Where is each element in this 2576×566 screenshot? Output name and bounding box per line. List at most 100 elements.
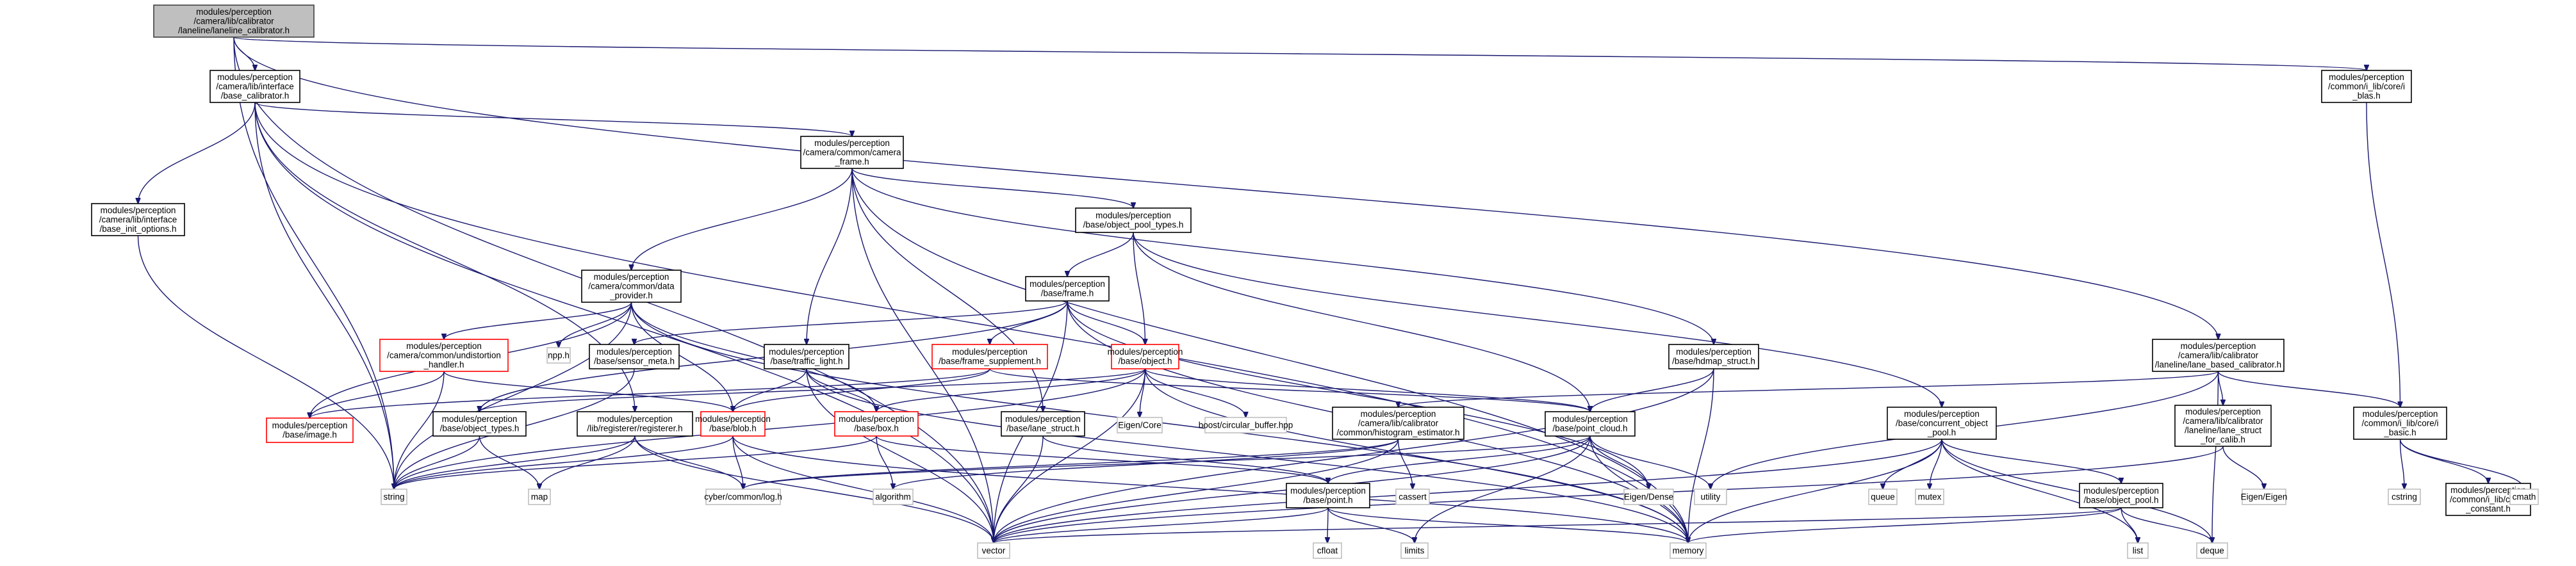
node-label-line: Eigen/Eigen <box>2241 492 2288 501</box>
edge-registerer-to-log <box>634 435 743 489</box>
node-box <box>705 489 781 505</box>
node-label-line: modules/perception <box>272 421 348 430</box>
node-label-line: modules/perception <box>196 7 272 17</box>
node-label-line: /base/point_cloud.h <box>1552 424 1627 433</box>
node-label-line: _basic.h <box>2383 428 2416 437</box>
node-label-line: cmath <box>2513 492 2536 501</box>
node-label-line: /common/i_lib/core/i <box>2361 418 2438 428</box>
edge-camera_frame-to-vector <box>851 168 994 543</box>
node-cassert: cassert <box>1395 489 1430 505</box>
node-registerer[interactable]: modules/perception/lib/registerer/regist… <box>577 411 693 437</box>
edge-point-to-cfloat <box>1327 507 1328 543</box>
node-label-line: _blas.h <box>2352 91 2381 101</box>
edge-concurrent-to-mutex <box>1930 439 1942 489</box>
node-label-line: /base/point.h <box>1303 496 1352 505</box>
node-map: map <box>528 489 551 505</box>
node-object_types[interactable]: modules/perception/base/object_types.h <box>432 411 527 437</box>
node-label-line: modules/perception <box>597 414 673 424</box>
edge-object_pool-to-vector <box>994 507 2122 543</box>
edge-i_basic-to-cmath <box>2399 439 2525 489</box>
edge-frame-to-object <box>1067 300 1145 344</box>
edge-object-to-box <box>876 368 1146 412</box>
edge-histogram-to-cassert <box>1397 439 1413 489</box>
node-box[interactable]: modules/perception/base/box.h <box>834 411 919 437</box>
edge-concurrent-to-memory <box>1688 439 1942 543</box>
node-pool_types[interactable]: modules/perception/base/object_pool_type… <box>1075 207 1192 233</box>
edge-pool_types-to-concurrent <box>1133 232 1942 407</box>
node-frame_supp[interactable]: modules/perception/base/frame_supplement… <box>931 344 1048 369</box>
node-box <box>2127 542 2149 559</box>
node-limits: limits <box>1400 542 1429 559</box>
edge-frame-to-eigen_dense <box>1067 300 1649 489</box>
node-object[interactable]: modules/perception/base/object.h <box>1108 344 1183 369</box>
node-image[interactable]: modules/perception/base/image.h <box>266 417 354 443</box>
edge-frame_supp-to-point_cloud <box>989 368 1590 412</box>
node-box <box>700 411 766 437</box>
node-box <box>266 417 354 443</box>
node-frame[interactable]: modules/perception/base/frame.h <box>1025 276 1110 302</box>
edge-object_types-to-string <box>394 435 480 489</box>
edge-camera_frame-to-data_provider <box>632 168 853 270</box>
node-box <box>528 489 551 505</box>
node-concurrent[interactable]: modules/perception/base/concurrent_objec… <box>1887 407 1997 440</box>
node-label-line: cstring <box>2391 492 2417 501</box>
edge-histogram-to-vector <box>994 439 1399 543</box>
node-label-line: /base/sensor_meta.h <box>594 357 675 366</box>
node-init_opts[interactable]: modules/perception/camera/lib/interface/… <box>91 203 185 236</box>
node-eigen_dense: Eigen/Dense <box>1623 489 1674 505</box>
node-label-line: /camera/common/camera <box>803 147 901 157</box>
edge-object-to-string <box>394 368 1146 489</box>
node-eigen_core: Eigen/Core <box>1117 417 1163 433</box>
node-cmath: cmath <box>2509 489 2539 505</box>
node-lane_based[interactable]: modules/perception/camera/lib/calibrator… <box>2152 339 2285 372</box>
edge-object_pool-to-deque <box>2121 507 2212 543</box>
node-box <box>2509 489 2539 505</box>
node-box <box>432 411 527 437</box>
edge-camera_frame-to-lane_struct_base <box>851 168 1043 412</box>
edge-blob-to-log <box>732 435 743 489</box>
node-data_provider[interactable]: modules/perception/camera/common/data_pr… <box>581 270 682 303</box>
edge-blob-to-memory <box>732 435 1688 543</box>
edge-registerer-to-vector <box>634 435 994 543</box>
node-lane_struct_calib[interactable]: modules/perception/camera/lib/calibrator… <box>2174 405 2272 447</box>
node-algorithm: algorithm <box>873 489 914 505</box>
node-blob[interactable]: modules/perception/base/blob.h <box>695 411 771 437</box>
edge-frame-to-sensor_meta <box>634 300 1068 344</box>
node-histogram[interactable]: modules/perception/camera/lib/calibrator… <box>1332 407 1464 440</box>
node-i_lib_bias[interactable]: modules/perception/common/i_lib/core/i_b… <box>2321 70 2412 103</box>
edge-point-to-limits <box>1327 507 1415 543</box>
node-label-line: modules/perception <box>594 272 669 282</box>
node-label-line: modules/perception <box>769 347 844 357</box>
node-label-line: cyber/common/log.h <box>704 492 782 501</box>
node-i_basic[interactable]: modules/perception/common/i_lib/core/i_b… <box>2353 407 2447 440</box>
node-point_cloud[interactable]: modules/perception/base/point_cloud.h <box>1545 411 1636 437</box>
node-root[interactable]: modules/perception/camera/lib/calibrator… <box>153 4 315 38</box>
node-box <box>2196 542 2228 559</box>
node-vector: vector <box>977 542 1010 559</box>
node-box <box>2152 339 2285 372</box>
node-label-line: mutex <box>1918 492 1942 501</box>
node-mutex: mutex <box>1915 489 1944 505</box>
node-label-line: /base_calibrator.h <box>221 91 290 101</box>
node-label-line: modules/perception <box>814 138 890 148</box>
node-point[interactable]: modules/perception/base/point.h <box>1286 483 1370 508</box>
node-undistortion[interactable]: modules/perception/camera/common/undisto… <box>379 339 509 372</box>
node-label-line: map <box>531 492 548 501</box>
edge-object-to-memory <box>1144 368 1689 543</box>
node-hdmap[interactable]: modules/perception/base/hdmap_struct.h <box>1668 344 1759 369</box>
edge-concurrent-to-deque <box>1941 439 2212 543</box>
edges-layer <box>138 36 2525 543</box>
node-label-line: modules/perception <box>2181 341 2256 351</box>
node-object_pool[interactable]: modules/perception/base/object_pool.h <box>2079 483 2163 508</box>
node-label-line: _pool.h <box>1927 428 1956 437</box>
node-camera_frame[interactable]: modules/perception/camera/common/camera_… <box>800 136 904 169</box>
edge-box-to-string <box>394 435 877 489</box>
node-sensor_meta[interactable]: modules/perception/base/sensor_meta.h <box>589 344 680 369</box>
node-eigen_eigen: Eigen/Eigen <box>2241 489 2288 505</box>
edge-camera_frame-to-memory <box>851 168 1688 543</box>
node-traffic_light[interactable]: modules/perception/base/traffic_light.h <box>764 344 849 369</box>
node-base_cal[interactable]: modules/perception/camera/lib/interface/… <box>209 70 300 103</box>
edge-object_pool-to-memory <box>1688 507 2122 543</box>
node-lane_struct_base[interactable]: modules/perception/base/lane_struct.h <box>1001 411 1085 437</box>
edge-lane_struct_calib-to-vector <box>994 446 2224 543</box>
